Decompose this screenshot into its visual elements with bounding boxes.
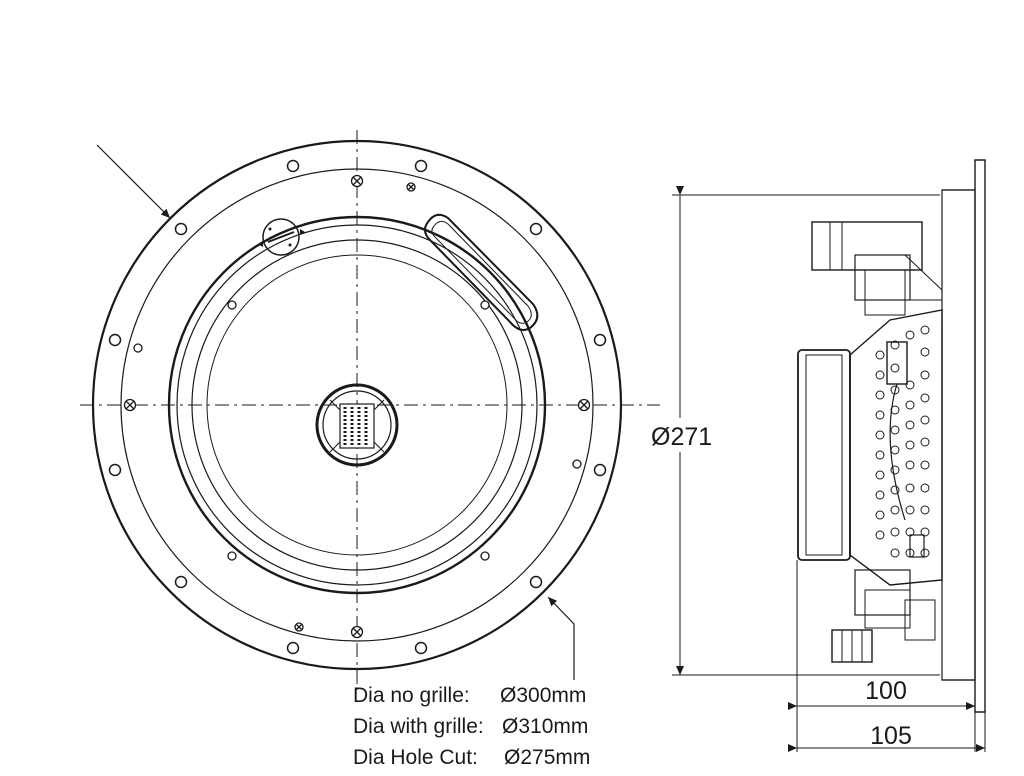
woofer-surround-inner bbox=[191, 239, 523, 571]
woofer-surround-outer bbox=[167, 215, 547, 595]
flange-holes bbox=[108, 159, 607, 655]
spec-value-3: Ø275mm bbox=[504, 746, 590, 769]
basket-cone bbox=[849, 309, 943, 586]
basket-frame bbox=[941, 189, 976, 681]
spec-list: Dia no grille: Ø300mm Dia with grille: Ø… bbox=[353, 684, 590, 769]
front-baffle bbox=[974, 159, 986, 713]
spec-label-2: Dia with grille: bbox=[353, 715, 484, 738]
depth-inner-label: 100 bbox=[865, 677, 907, 705]
terminal-wire bbox=[889, 383, 906, 521]
spec-value-1: Ø300mm bbox=[500, 684, 586, 707]
diameter-label: Ø271 bbox=[651, 423, 712, 451]
tweeter-ribbon bbox=[329, 399, 385, 453]
woofer-surround-mid bbox=[176, 224, 538, 586]
bottom-clamp bbox=[831, 569, 936, 663]
mounting-slot bbox=[424, 213, 539, 331]
spec-label-3: Dia Hole Cut: bbox=[353, 746, 478, 769]
screws bbox=[123, 174, 591, 639]
depth-outer-label: 105 bbox=[870, 722, 912, 750]
woofer-cone bbox=[206, 254, 508, 556]
leader-arrows bbox=[96, 144, 575, 680]
tweeter-housing bbox=[315, 383, 399, 467]
basket-perforations bbox=[875, 325, 930, 558]
front-view bbox=[80, 130, 660, 690]
tweeter-dome bbox=[322, 390, 392, 460]
spec-label-1: Dia no grille: bbox=[353, 684, 470, 707]
spec-value-2: Ø310mm bbox=[502, 715, 588, 738]
level-switch bbox=[258, 218, 305, 256]
top-clamp bbox=[811, 221, 943, 316]
dimension-lines bbox=[672, 186, 986, 752]
side-view bbox=[672, 159, 986, 752]
